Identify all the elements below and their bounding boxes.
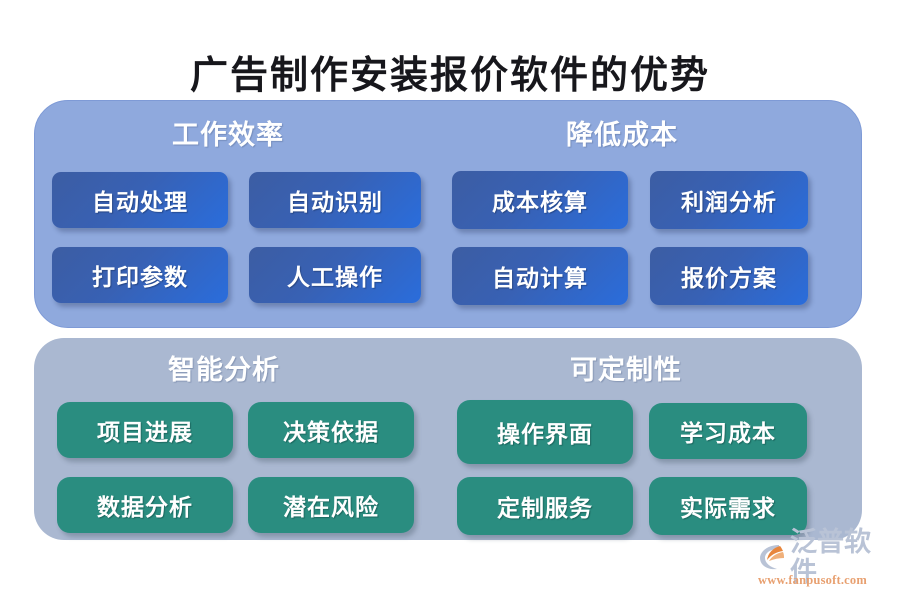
card-auto-processing[interactable]: 自动处理 [52,172,228,228]
card-auto-calculation[interactable]: 自动计算 [452,247,628,305]
group-header-work-efficiency: 工作效率 [172,120,284,150]
card-operation-interface[interactable]: 操作界面 [457,400,633,464]
card-print-parameters[interactable]: 打印参数 [52,247,228,303]
card-cost-accounting[interactable]: 成本核算 [452,171,628,229]
logo-url-text: www.fanpusoft.com [758,573,867,587]
brand-logo: 泛普软件 www.fanpusoft.com [757,527,897,596]
card-quotation-plan[interactable]: 报价方案 [650,247,808,305]
card-decision-basis[interactable]: 决策依据 [248,402,414,458]
page-title: 广告制作安装报价软件的优势 [189,55,710,97]
group-header-customizability: 可定制性 [570,355,682,385]
card-learning-cost[interactable]: 学习成本 [649,403,807,459]
card-data-analysis[interactable]: 数据分析 [57,477,233,533]
fanpu-logo-icon [757,542,787,572]
card-potential-risk[interactable]: 潜在风险 [248,477,414,533]
logo-brand-text: 泛普软件 [790,527,871,587]
group-header-cost-reduction: 降低成本 [566,120,678,150]
card-actual-demand[interactable]: 实际需求 [649,477,807,535]
card-project-progress[interactable]: 项目进展 [57,402,233,458]
card-auto-recognition[interactable]: 自动识别 [249,172,421,228]
group-header-intelligent-analysis: 智能分析 [168,355,280,385]
card-profit-analysis[interactable]: 利润分析 [650,171,808,229]
card-custom-service[interactable]: 定制服务 [457,477,633,535]
logo-row: 泛普软件 [757,527,897,587]
card-manual-operation[interactable]: 人工操作 [249,247,421,303]
